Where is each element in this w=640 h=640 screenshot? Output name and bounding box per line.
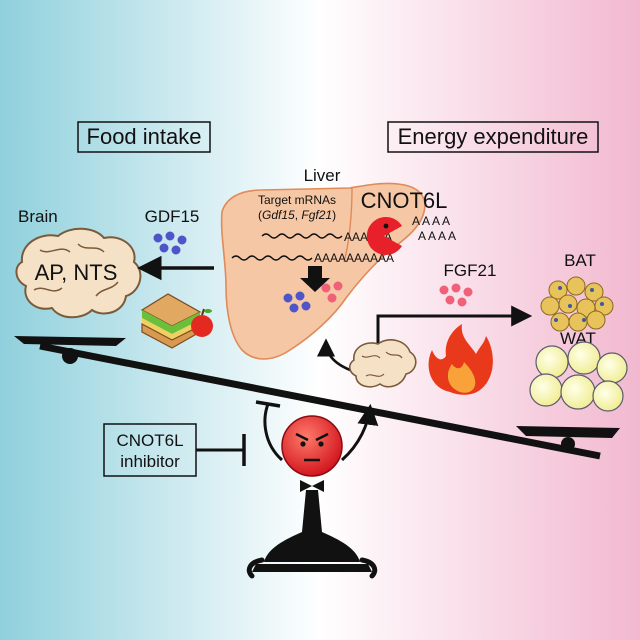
angry-character-icon	[246, 400, 379, 579]
cnot6l-label: CNOT6L	[361, 188, 448, 213]
gdf15-dots	[153, 231, 187, 255]
small-brain-icon	[348, 339, 417, 388]
liver-gdf15-dots	[283, 291, 311, 313]
mrna-strand-1	[261, 233, 343, 239]
polya-tail-long: AAAAAAAAAA	[314, 251, 394, 265]
apple-icon	[191, 308, 213, 337]
fgf21-label: FGF21	[444, 261, 497, 280]
inhibitor-label-1: CNOT6L	[116, 431, 183, 450]
seesaw-icon	[14, 336, 620, 460]
inhibition-bar-icon	[196, 434, 246, 466]
brain-icon	[15, 227, 142, 319]
target-mrnas-label: Target mRNAs	[258, 193, 336, 207]
fgf21-dots	[439, 283, 473, 307]
degraded-fragments-2: A A A A	[418, 229, 456, 243]
gdf15-label: GDF15	[145, 207, 200, 226]
bat-label: BAT	[564, 251, 596, 270]
mrna-strand-2	[231, 255, 313, 261]
sandwich-icon	[140, 293, 202, 349]
target-mrnas-genes: (Gdf15, Fgf21)	[258, 208, 336, 222]
liver-label: Liver	[304, 166, 341, 185]
brown-fat-icon	[540, 276, 614, 332]
down-arrow	[300, 266, 330, 292]
energy-expenditure-label: Energy expenditure	[398, 124, 589, 149]
white-fat-icon	[529, 341, 628, 412]
brown-fat-dots	[554, 286, 604, 322]
energy-expenditure-header: Energy expenditure	[387, 121, 599, 153]
liver-fgf21-dots	[321, 281, 343, 303]
flame-icon	[428, 324, 493, 395]
brain-label: Brain	[18, 207, 58, 226]
degraded-fragments: A A A A	[412, 214, 450, 228]
food-intake-label: Food intake	[87, 124, 202, 149]
pacman-enzyme-icon	[366, 217, 402, 255]
inhibitor-label-2: inhibitor	[120, 452, 180, 471]
brain-region-label: AP, NTS	[35, 260, 118, 285]
food-intake-header: Food intake	[77, 121, 211, 153]
